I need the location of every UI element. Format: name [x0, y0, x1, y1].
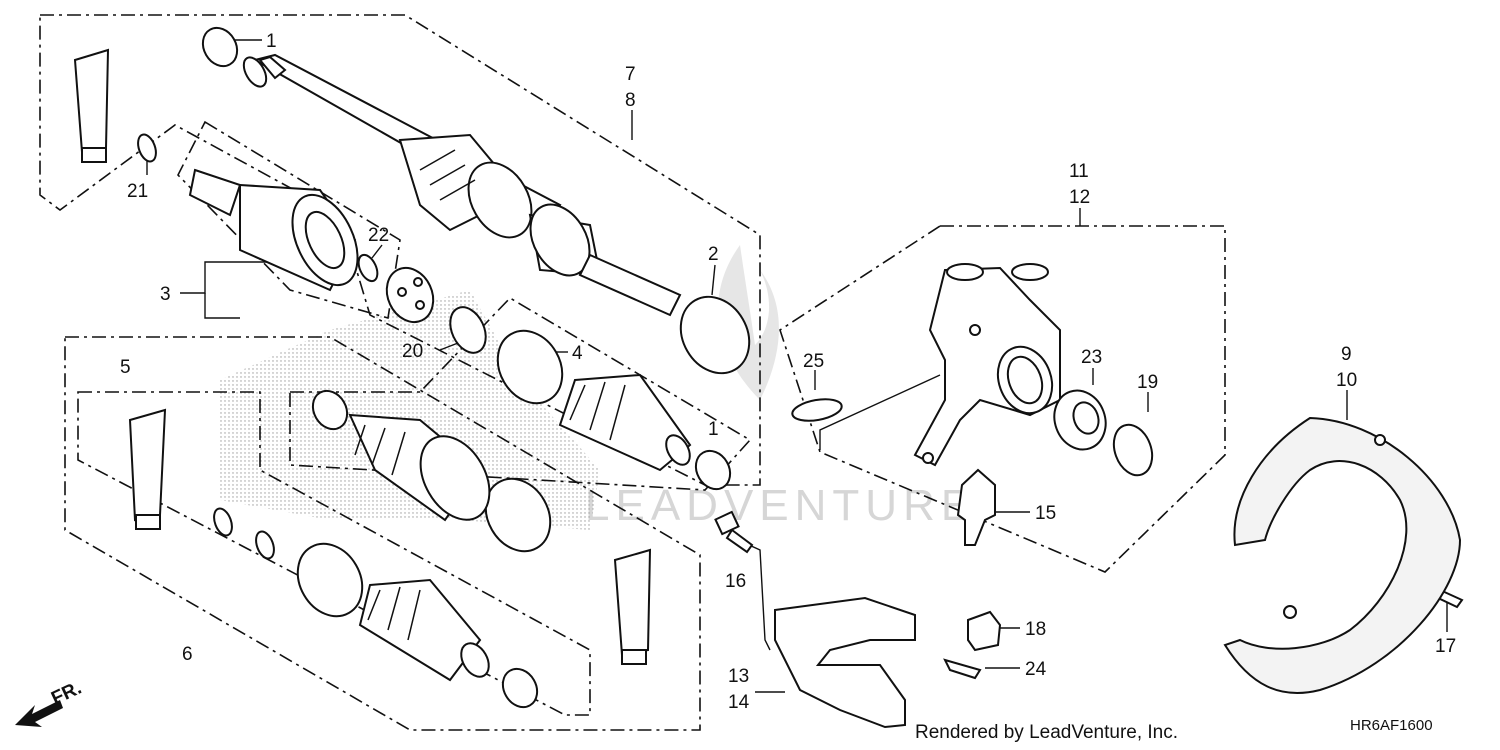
circlip-19 — [1112, 423, 1154, 477]
callout-22: 22 — [368, 225, 389, 246]
rendered-by-text: Rendered by LeadVenture, Inc. — [915, 722, 1178, 743]
group-box-11-12 — [779, 225, 1226, 573]
ball-joint-15 — [956, 468, 996, 546]
boot-band-mid-b — [484, 477, 552, 553]
cv-boot-middle — [348, 413, 491, 522]
callout-16: 16 — [725, 571, 746, 592]
cotter-pin-24 — [943, 658, 982, 680]
boot-band-1-lower — [694, 449, 732, 491]
front-direction-arrow-icon: FR. — [15, 678, 85, 727]
callout-21: 21 — [127, 181, 148, 202]
hub-bearing-23 — [1053, 389, 1107, 451]
boot-band-mid-a — [311, 389, 349, 431]
callout-24: 24 — [1025, 659, 1047, 680]
grease-tube-icon-upper — [73, 48, 110, 163]
group-box-6 — [64, 336, 701, 731]
callout-10: 10 — [1336, 370, 1357, 391]
boot-band-low-a — [296, 542, 364, 618]
callout-11: 11 — [1069, 161, 1089, 182]
callout-labels: 1 7 8 2 3 4 1 5 6 21 22 20 11 12 23 19 2… — [120, 31, 1456, 713]
callout-14: 14 — [728, 692, 750, 713]
group-box-7-8 — [39, 14, 761, 486]
drive-shaft-assembly — [242, 53, 682, 317]
callout-3: 3 — [160, 284, 171, 305]
grease-tube-icon-left — [128, 408, 167, 530]
steering-knuckle — [913, 263, 1061, 467]
disc-cover-9-10 — [1223, 416, 1462, 694]
snap-ring-lower-b — [255, 530, 275, 560]
group-box-3 — [177, 120, 401, 320]
knuckle-guard-13-14 — [774, 596, 916, 729]
grease-tube-icon-right — [613, 548, 652, 665]
snap-ring-22 — [357, 253, 379, 283]
group-box-5 — [77, 391, 591, 716]
cv-boot-lower — [358, 578, 490, 682]
callout-13: 13 — [728, 666, 749, 687]
callout-6: 6 — [182, 644, 193, 665]
callout-4: 4 — [572, 343, 583, 364]
bearing-cage — [385, 266, 435, 324]
callout-1-upper: 1 — [266, 31, 277, 52]
boot-band-low-b — [501, 667, 539, 709]
shading-area — [220, 290, 600, 530]
cv-boot-upper — [558, 373, 692, 472]
callout-19: 19 — [1137, 372, 1158, 393]
callout-17: 17 — [1435, 636, 1456, 657]
diagram-code: HR6AF1600 — [1350, 717, 1433, 734]
callout-25: 25 — [803, 351, 824, 372]
boot-band-4 — [496, 329, 564, 405]
callout-20: 20 — [402, 341, 423, 362]
callout-23: 23 — [1081, 347, 1102, 368]
callout-2: 2 — [708, 244, 719, 265]
inner-cv-joint — [188, 168, 359, 292]
callout-15: 15 — [1035, 503, 1056, 524]
snap-ring-20 — [449, 306, 487, 354]
group-box-4 — [289, 296, 752, 491]
boot-band-1-upper — [201, 26, 239, 68]
snap-ring-lower-a — [213, 507, 233, 537]
watermark-text: LEADVENTURE — [585, 481, 976, 530]
callout-18: 18 — [1025, 619, 1046, 640]
callout-1-lower: 1 — [708, 419, 719, 440]
callout-8: 8 — [625, 90, 636, 111]
callout-9: 9 — [1341, 344, 1352, 365]
circlip-25 — [791, 398, 843, 422]
callout-7: 7 — [625, 64, 636, 85]
callout-5: 5 — [120, 357, 131, 378]
snap-ring-21 — [137, 133, 157, 163]
castle-nut-18 — [967, 610, 1002, 652]
boot-band-2 — [679, 295, 751, 375]
callout-12: 12 — [1069, 187, 1090, 208]
bolt-16-icon — [714, 510, 754, 554]
leader-lines — [146, 39, 1448, 693]
